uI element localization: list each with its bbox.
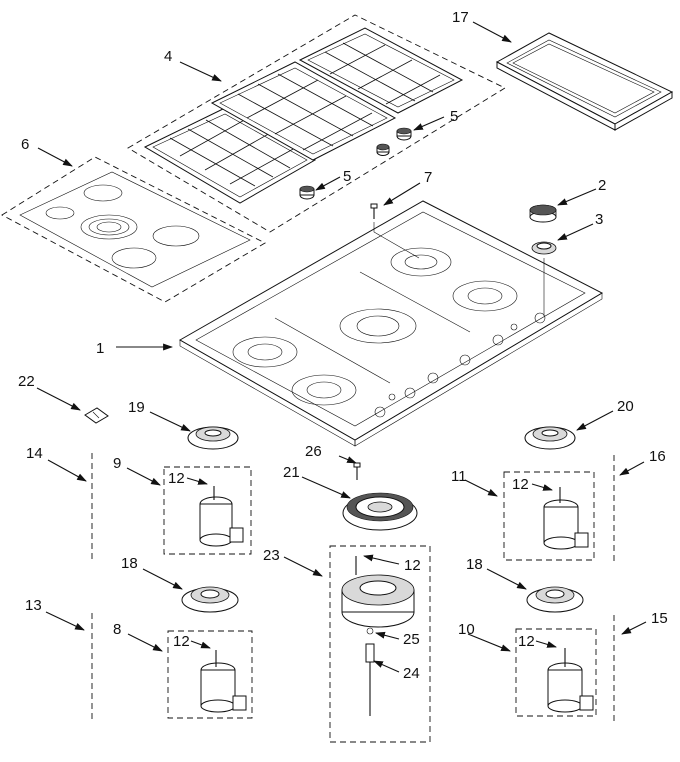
grate-left — [143, 107, 317, 204]
grate-foot — [299, 127, 412, 200]
burner-base — [524, 426, 576, 450]
burner-trim-panel — [1, 156, 266, 303]
callout-10: 10 — [458, 621, 475, 638]
burner-base — [181, 586, 239, 613]
callout-15: 15 — [651, 610, 668, 627]
callout-21: 21 — [283, 464, 300, 481]
burner-housing — [547, 648, 594, 713]
grate-assembly — [127, 14, 506, 233]
burner-cap — [529, 204, 557, 223]
callout-labels: 1 2 3 4 5 5 6 7 8 9 10 11 12 12 12 12 12… — [18, 9, 668, 682]
box-23 — [329, 545, 431, 743]
callout-9: 9 — [113, 455, 121, 472]
callout-5a: 5 — [450, 108, 458, 125]
callout-19: 19 — [128, 399, 145, 416]
burner-housing — [543, 487, 589, 550]
callout-25: 25 — [403, 631, 420, 648]
callout-2: 2 — [598, 177, 606, 194]
grate-middle — [210, 61, 397, 161]
center-burner — [342, 492, 418, 531]
callout-17: 17 — [452, 9, 469, 26]
burner-ring — [531, 241, 557, 255]
callout-20: 20 — [617, 398, 634, 415]
box-11 — [503, 471, 595, 561]
callout-4: 4 — [164, 48, 172, 65]
callout-7: 7 — [424, 169, 432, 186]
griddle — [495, 32, 674, 131]
callout-16: 16 — [649, 448, 666, 465]
callout-23: 23 — [263, 547, 280, 564]
callout-18b: 18 — [466, 556, 483, 573]
callout-8: 8 — [113, 621, 121, 638]
callout-22: 22 — [18, 373, 35, 390]
callout-12b: 12 — [512, 476, 529, 493]
callout-12e: 12 — [404, 557, 421, 574]
callout-26: 26 — [305, 443, 322, 460]
callout-14: 14 — [26, 445, 43, 462]
burner-housing — [200, 650, 247, 713]
clip — [84, 407, 109, 424]
center-burner-base — [341, 556, 415, 716]
grate-right — [298, 27, 464, 114]
callout-18a: 18 — [121, 555, 138, 572]
callout-12d: 12 — [518, 633, 535, 650]
callout-6: 6 — [21, 136, 29, 153]
screw — [353, 462, 361, 480]
callout-1: 1 — [96, 340, 104, 357]
box-10 — [515, 628, 597, 717]
leader-lines — [36, 21, 647, 673]
burner-base — [526, 586, 584, 613]
box-9 — [163, 466, 252, 555]
burner-base — [187, 426, 239, 450]
callout-24: 24 — [403, 665, 420, 682]
callout-5b: 5 — [343, 168, 351, 185]
burner-housing — [199, 486, 244, 547]
callout-13: 13 — [25, 597, 42, 614]
callout-12a: 12 — [168, 470, 185, 487]
callout-12c: 12 — [173, 633, 190, 650]
screw — [370, 203, 420, 259]
cooktop-body — [178, 200, 604, 447]
box-8 — [167, 630, 253, 719]
callout-3: 3 — [595, 211, 603, 228]
callout-11: 11 — [451, 468, 467, 485]
